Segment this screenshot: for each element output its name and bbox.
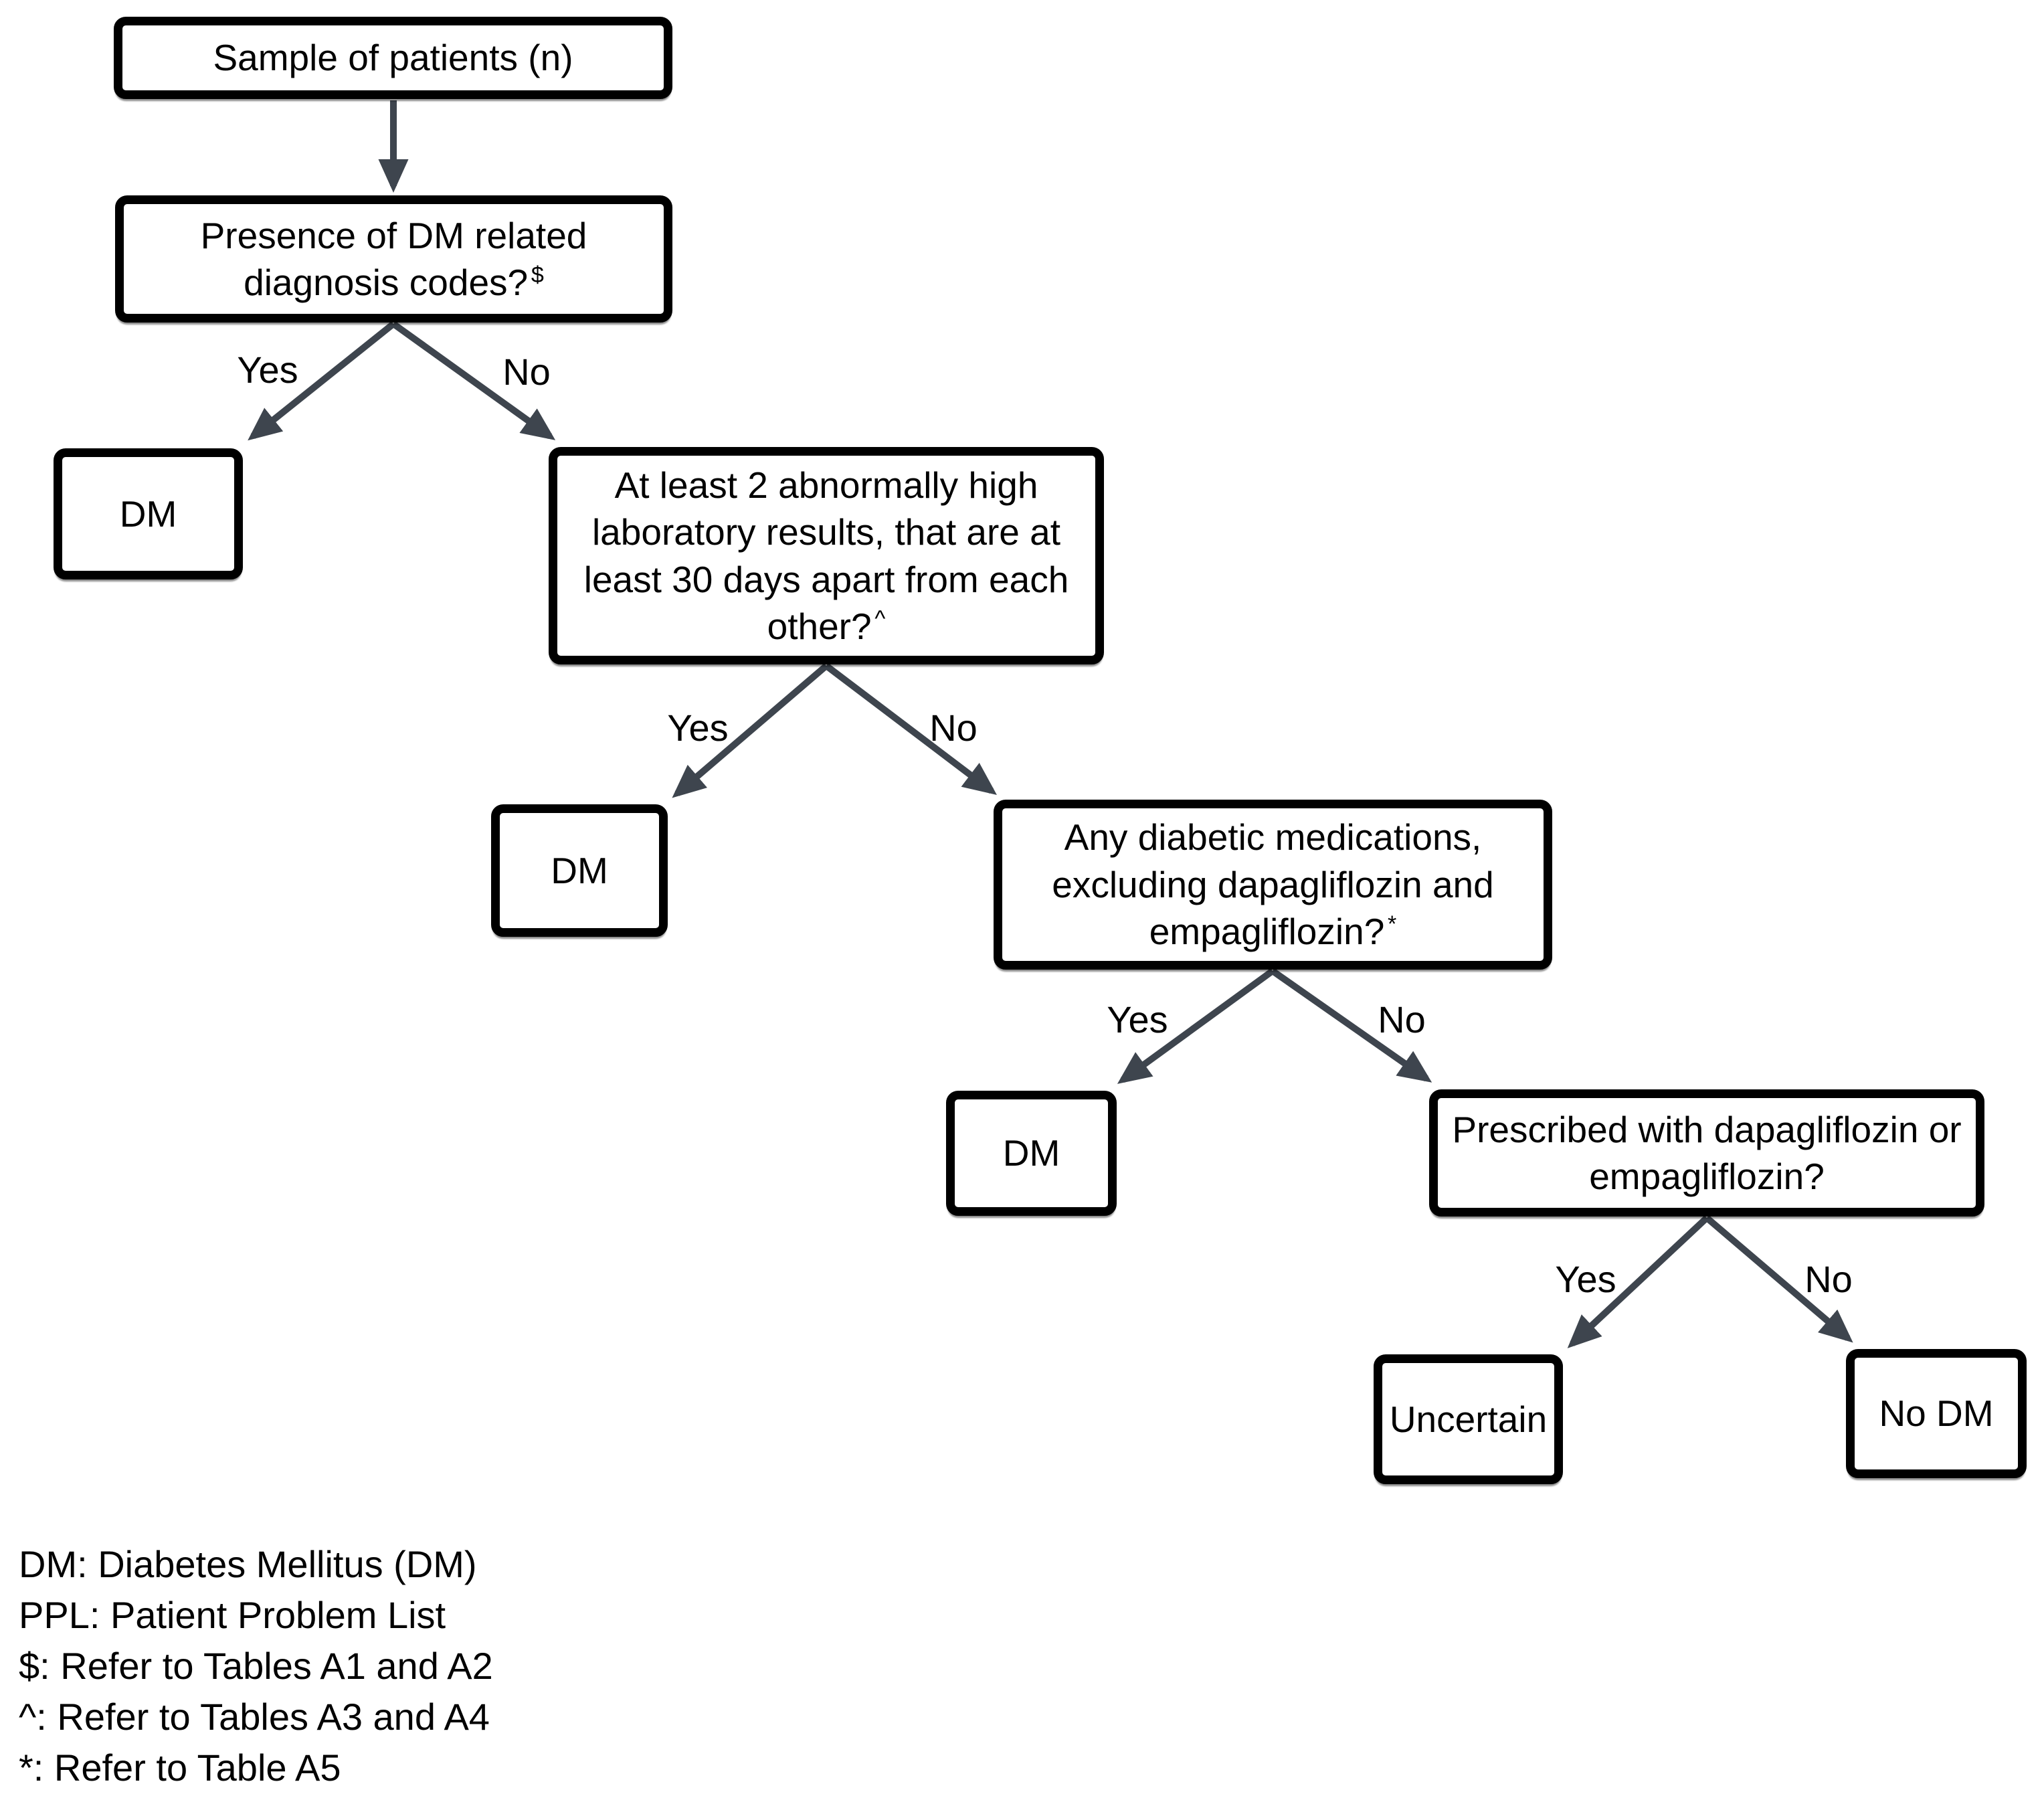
node-no-dm-outcome-label: No DM: [1879, 1393, 1994, 1435]
node-prescribed-sglt2-label: Prescribed with dapagliflozin or empagli…: [1452, 1108, 1962, 1197]
node-uncertain-outcome-label: Uncertain: [1389, 1398, 1548, 1440]
node-lab-results: At least 2 abnormally high laboratory re…: [549, 447, 1104, 664]
edge-label-prescribed-no: No: [1804, 1258, 1853, 1300]
edge-label-presence-no: No: [502, 351, 551, 393]
caret-superscript: ^: [874, 606, 886, 632]
arrow-meds-yes-to-dm: [1117, 968, 1275, 1084]
arrow-meds-no-to-prescribed: [1271, 968, 1432, 1083]
legend-line-dollar: $: Refer to Tables A1 and A2: [19, 1645, 493, 1687]
edge-label-meds-yes: Yes: [1107, 998, 1168, 1041]
node-uncertain-outcome: Uncertain: [1374, 1354, 1563, 1484]
node-sample-of-patients-label: Sample of patients (n): [213, 37, 573, 79]
node-prescribed-sglt2: Prescribed with dapagliflozin or empagli…: [1429, 1089, 1984, 1217]
node-dm-outcome-3: DM: [946, 1091, 1117, 1216]
arrow-prescribed-no-to-nodm: [1704, 1215, 1853, 1343]
edge-label-meds-no: No: [1378, 998, 1426, 1041]
node-dm-outcome-2: DM: [491, 804, 668, 937]
edge-label-lab-yes: Yes: [667, 707, 729, 749]
edge-label-lab-no: No: [929, 707, 978, 749]
arrow-presence-no-to-lab: [391, 321, 556, 440]
node-no-dm-outcome: No DM: [1846, 1349, 2027, 1478]
node-diabetic-medications-label: Any diabetic medications, excluding dapa…: [1052, 816, 1494, 953]
legend-line-asterisk: *: Refer to Table A5: [19, 1746, 341, 1789]
node-dm-outcome-2-label: DM: [551, 849, 608, 891]
node-lab-results-label: At least 2 abnormally high laboratory re…: [583, 464, 1069, 647]
dollar-superscript: $: [531, 262, 544, 288]
arrow-lab-yes-to-dm: [672, 663, 829, 798]
asterisk-superscript: *: [1388, 911, 1397, 937]
legend: DM: Diabetes Mellitus (DM) PPL: Patient …: [19, 1539, 493, 1793]
legend-line-ppl: PPL: Patient Problem List: [19, 1594, 446, 1636]
legend-line-caret: ^: Refer to Tables A3 and A4: [19, 1696, 490, 1738]
node-presence-dm-codes-label: Presence of DM related diagnosis codes?$: [200, 214, 587, 303]
node-dm-outcome-1: DM: [54, 448, 243, 579]
node-dm-outcome-3-label: DM: [1002, 1132, 1060, 1174]
legend-line-dm: DM: Diabetes Mellitus (DM): [19, 1543, 477, 1585]
arrow-prescribed-yes-to-uncertain: [1567, 1215, 1709, 1348]
node-presence-dm-codes: Presence of DM related diagnosis codes?$: [115, 195, 672, 323]
arrow-presence-yes-to-dm: [248, 321, 396, 441]
arrow-lab-no-to-meds: [824, 663, 997, 796]
node-dm-outcome-1-label: DM: [119, 492, 177, 535]
node-diabetic-medications: Any diabetic medications, excluding dapa…: [994, 800, 1552, 970]
edge-label-prescribed-yes: Yes: [1555, 1258, 1616, 1300]
edge-label-presence-yes: Yes: [237, 349, 298, 391]
node-sample-of-patients: Sample of patients (n): [114, 17, 672, 99]
